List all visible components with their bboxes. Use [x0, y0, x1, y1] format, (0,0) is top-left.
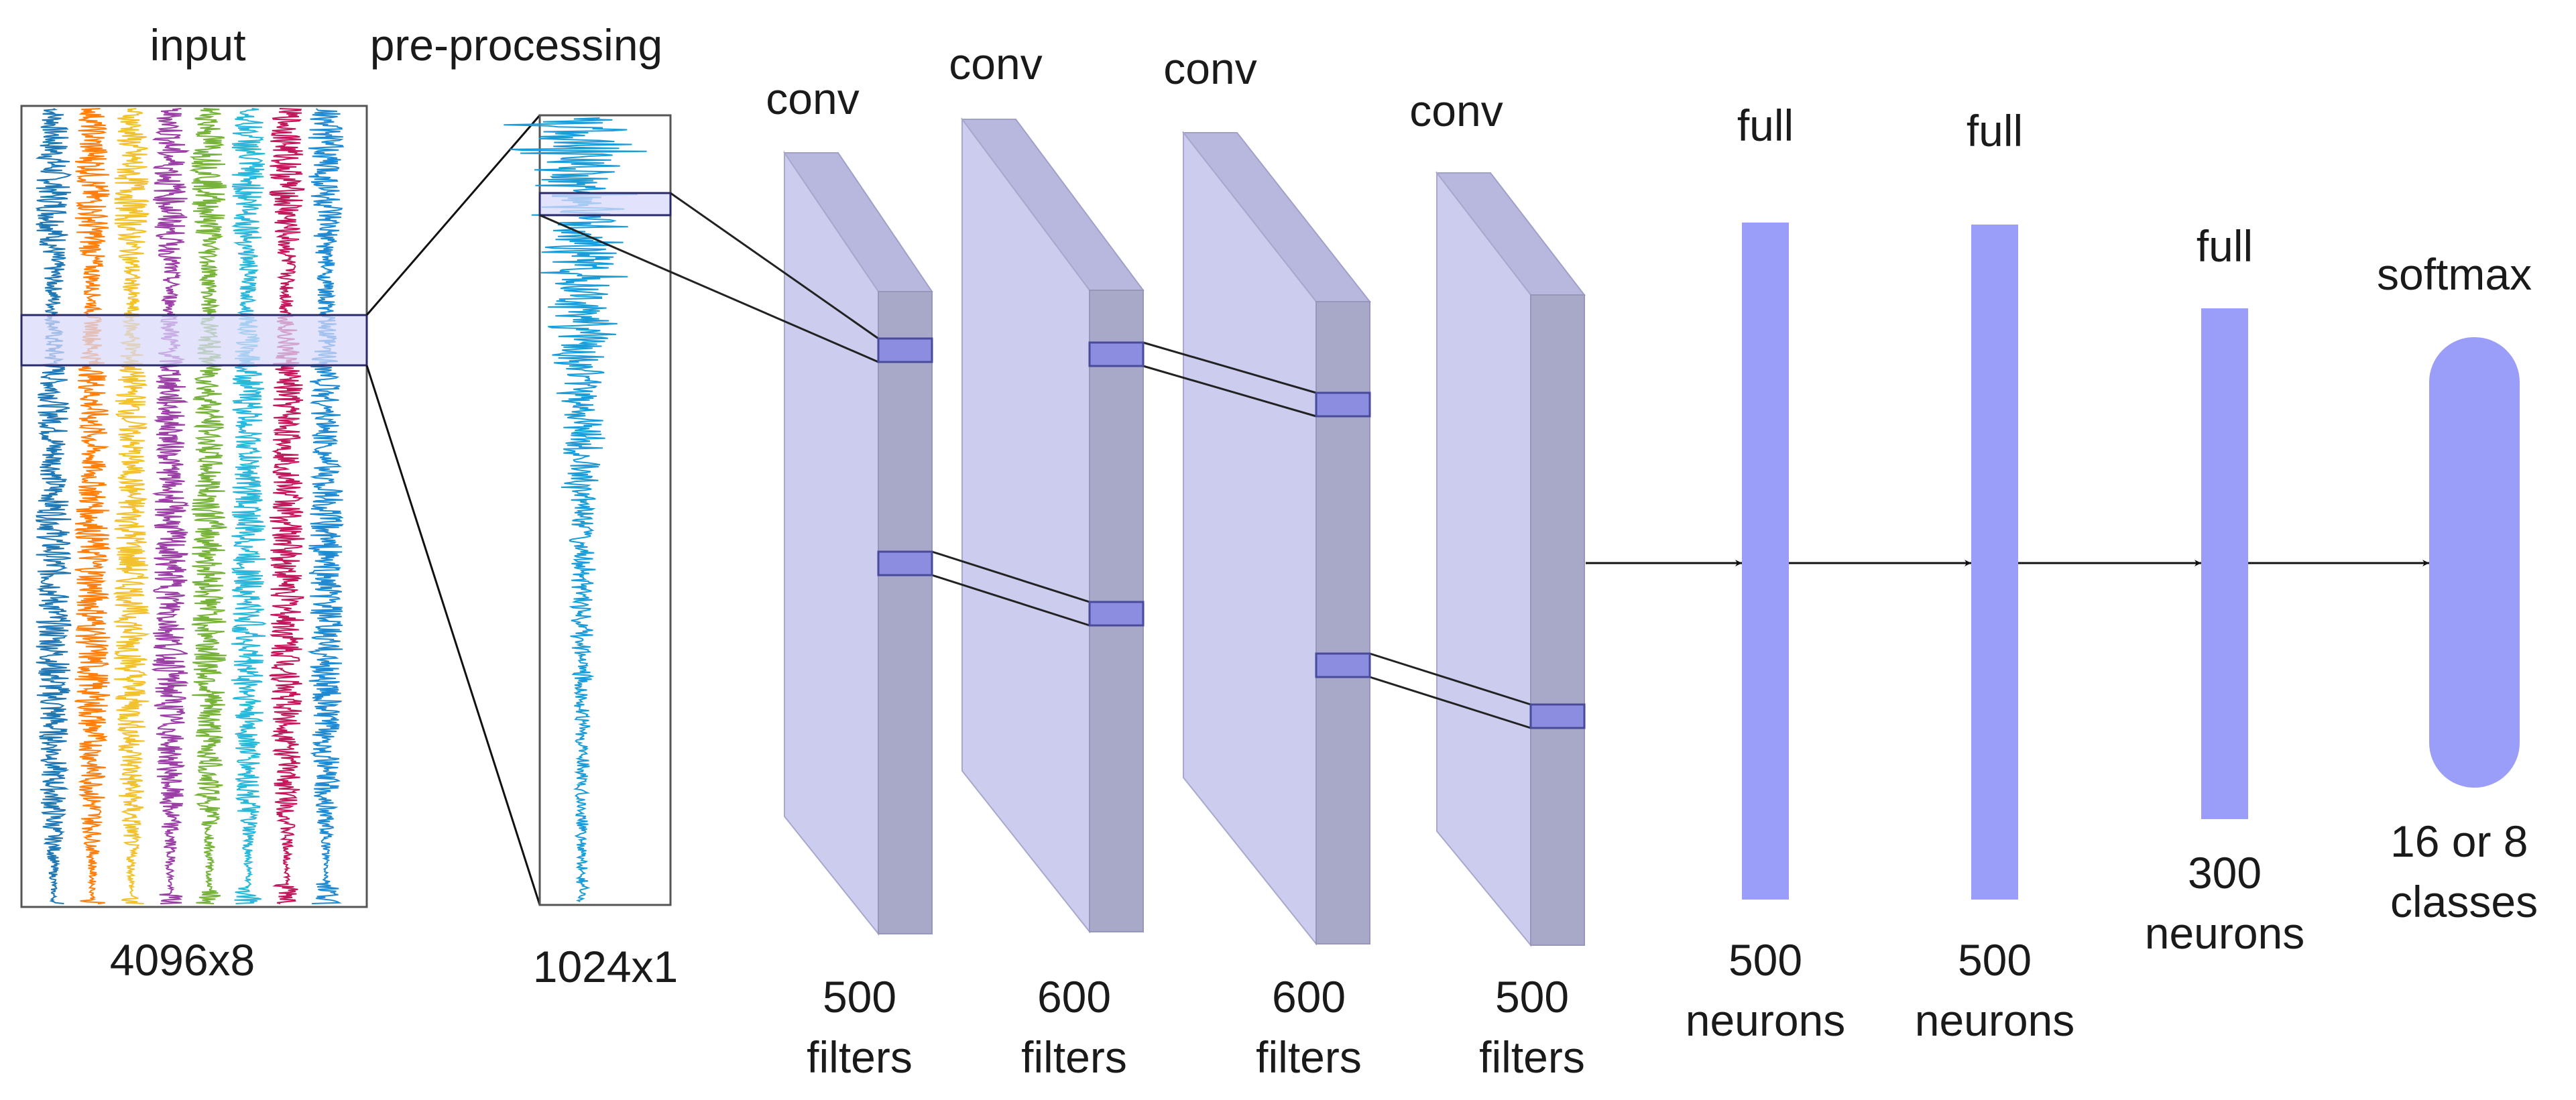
conv1-unit: filters — [807, 1032, 913, 1082]
conv-layer-4: conv 500 filters — [1409, 86, 1586, 1082]
softmax-count: 16 or 8 — [2390, 816, 2528, 866]
softmax-node — [2429, 337, 2520, 788]
full1-title: full — [1737, 101, 1794, 150]
signal-channel-trace — [112, 108, 151, 904]
conv4-count: 500 — [1495, 972, 1569, 1022]
signal-channel-trace — [151, 108, 190, 904]
conv3-unit: filters — [1256, 1032, 1362, 1082]
conv3-count: 600 — [1272, 972, 1346, 1022]
conv-layer-2: conv 600 filters — [949, 39, 1145, 1082]
conv2-count: 600 — [1037, 972, 1111, 1022]
preprocessing-selection-band — [538, 192, 672, 217]
preprocessing-frame — [538, 114, 672, 906]
full1-count: 500 — [1729, 935, 1802, 985]
signal-channel-trace — [231, 108, 267, 904]
conv4-unit: filters — [1479, 1032, 1585, 1082]
full2-unit: neurons — [1915, 995, 2075, 1045]
conv1-count: 500 — [823, 972, 896, 1022]
full1-bar — [1742, 223, 1789, 900]
receptive-field-connectors — [539, 192, 1531, 729]
signal-channel-trace — [189, 108, 227, 904]
preprocessing-title: pre-processing — [370, 20, 663, 70]
conv4-title: conv — [1409, 86, 1503, 135]
full-layer-3: full 300 neurons — [2145, 221, 2305, 958]
full3-title: full — [2197, 221, 2253, 271]
preprocessed-signal — [504, 117, 647, 902]
receptive-field-patches — [877, 337, 1586, 729]
conv3-title: conv — [1163, 44, 1256, 93]
conv2-unit: filters — [1021, 1032, 1127, 1082]
softmax-layer: softmax 16 or 8 classes — [2377, 249, 2538, 926]
zoom-lines — [365, 115, 541, 906]
full-layer-1: full 500 neurons — [1686, 101, 1846, 1045]
signal-channel-trace — [35, 108, 72, 904]
conv-layer-3: conv 600 filters — [1163, 44, 1372, 1082]
signal-channel-trace — [74, 108, 111, 904]
input-size-label: 4096x8 — [110, 935, 255, 985]
full3-count: 300 — [2188, 848, 2262, 898]
conv-layer-1: conv 500 filters — [766, 74, 933, 1082]
preprocessing-size-label: 1024x1 — [533, 942, 679, 991]
input-selection-band — [20, 314, 368, 367]
full2-bar — [1971, 225, 2018, 900]
signal-channel-trace — [268, 108, 305, 904]
conv2-title: conv — [949, 39, 1042, 88]
input-stage: input 4096x8 — [20, 20, 368, 985]
preprocessing-stage: pre-processing 1024x1 — [370, 20, 679, 991]
preprocessed-signal-trace — [504, 117, 647, 902]
full1-unit: neurons — [1686, 995, 1846, 1045]
conv1-title: conv — [766, 74, 859, 123]
softmax-title: softmax — [2377, 249, 2532, 299]
input-signal-channels — [35, 108, 345, 904]
softmax-unit: classes — [2390, 877, 2538, 926]
full3-unit: neurons — [2145, 908, 2305, 958]
full2-title: full — [1967, 106, 2023, 156]
full-layer-2: full 500 neurons — [1915, 106, 2075, 1045]
input-title: input — [150, 20, 245, 70]
signal-channel-trace — [307, 108, 345, 904]
full3-bar — [2201, 308, 2248, 819]
full2-count: 500 — [1958, 935, 2032, 985]
